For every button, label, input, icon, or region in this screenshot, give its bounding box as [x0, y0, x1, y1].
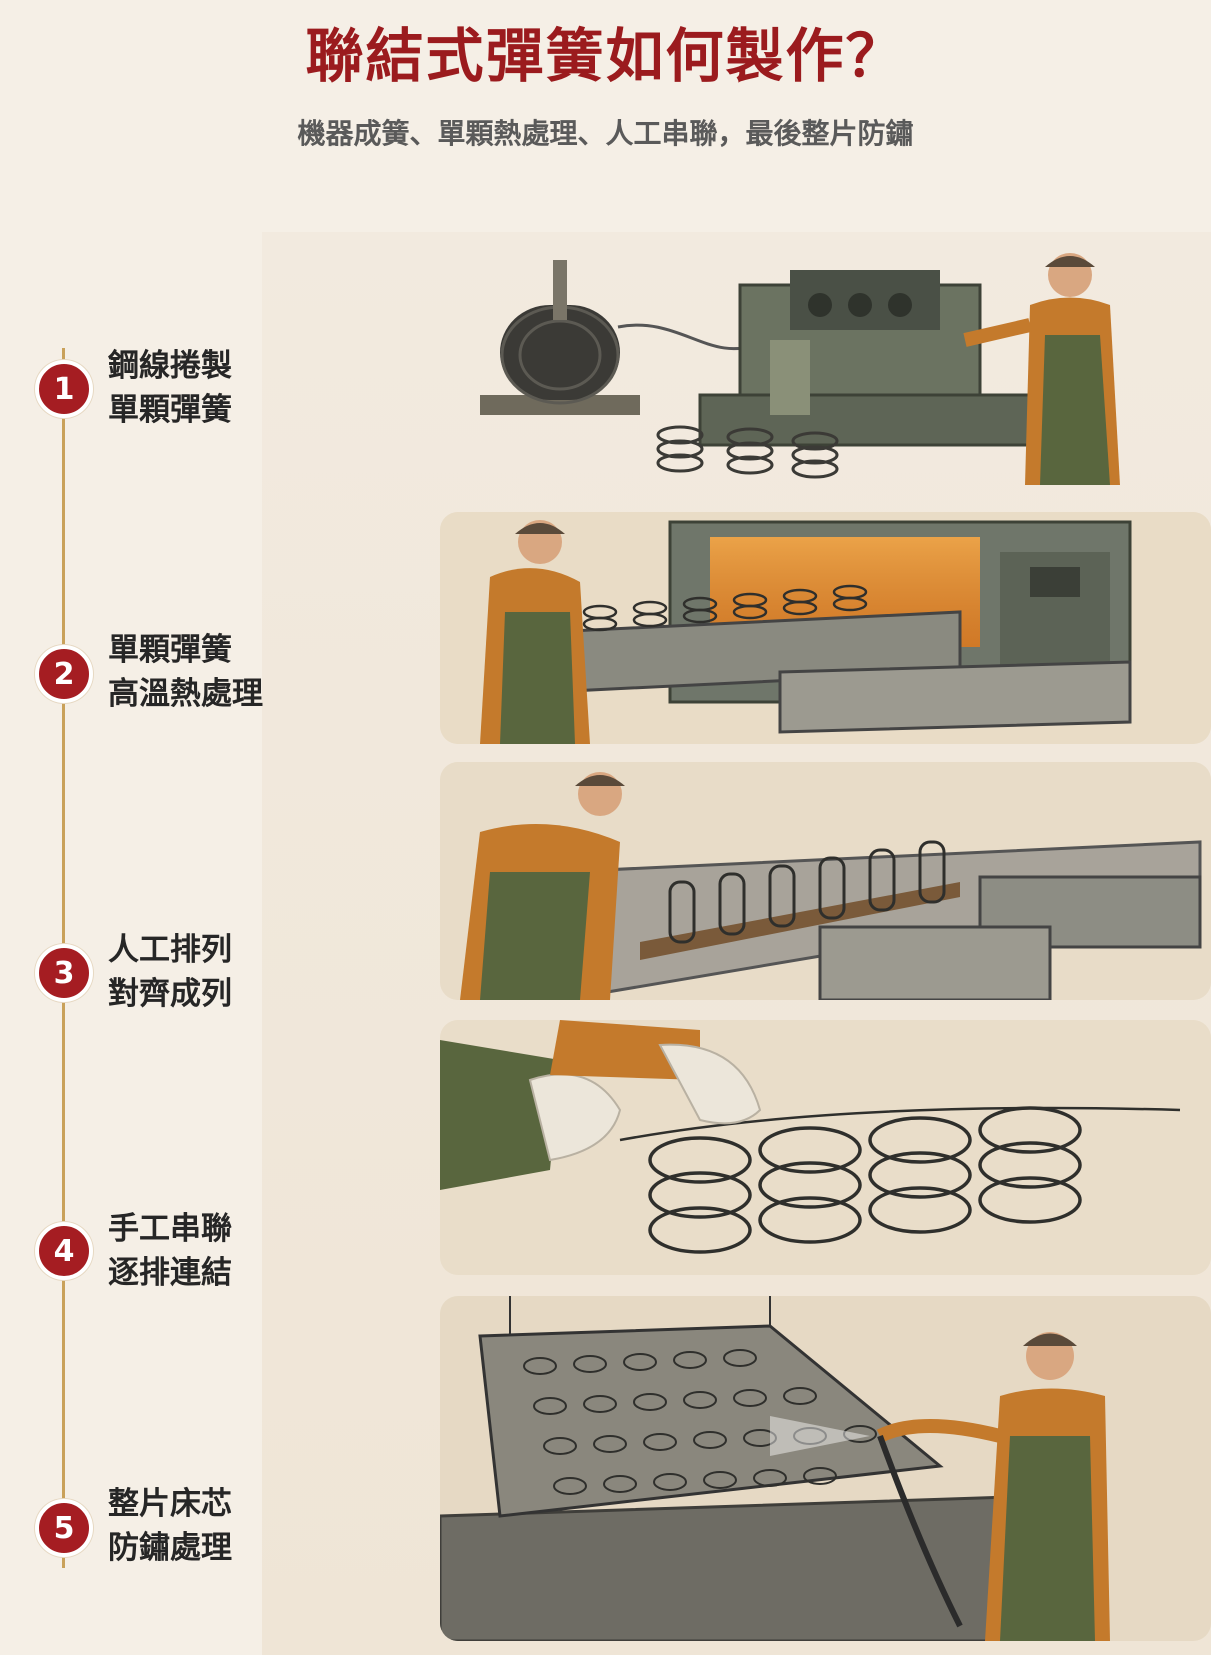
- gloved-hands-icon: [440, 1020, 762, 1190]
- step-2-label-line1: 單顆彈簧: [108, 632, 232, 668]
- step-5-label-line1: 整片床芯: [108, 1486, 232, 1522]
- illustration-heat-treatment: [440, 512, 1211, 744]
- step-2-number-badge: 2: [35, 645, 93, 703]
- worker-icon: [460, 772, 625, 1000]
- page-subtitle: 機器成簧、單顆熱處理、人工串聯，最後整片防鏽: [297, 117, 914, 150]
- step-1-number-badge: 1: [35, 360, 93, 418]
- step-5-number-badge: 5: [35, 1499, 93, 1557]
- wire-spool-icon: [480, 260, 761, 415]
- page-title: 聯結式彈簧如何製作？: [305, 22, 906, 90]
- tank-icon: [440, 1494, 1062, 1641]
- step-1-label-line2: 單顆彈簧: [108, 392, 232, 428]
- step-4-label-line1: 手工串聯: [108, 1211, 232, 1247]
- step-2-label: 單顆彈簧 高溫熱處理: [108, 628, 268, 716]
- step-4-label-line2: 逐排連結: [108, 1255, 232, 1291]
- illustration-arranging: [440, 762, 1211, 1000]
- illustration-hand-linking: [440, 1020, 1211, 1275]
- coil-springs-icon: [656, 425, 839, 479]
- mattress-core-icon: [478, 1296, 944, 1518]
- step-4-label: 手工串聯 逐排連結: [108, 1207, 268, 1295]
- spring-tray-icon: [548, 584, 1132, 734]
- illustration-rust-proofing: [440, 1296, 1211, 1641]
- step-1-label-line1: 鋼線捲製: [108, 348, 232, 384]
- step-1-label: 鋼線捲製 單顆彈簧: [108, 344, 268, 432]
- step-4-number-badge: 4: [35, 1222, 93, 1280]
- illustration-coiling-machine: [440, 245, 1211, 503]
- worker-icon: [876, 1332, 1110, 1641]
- step-5-label-line2: 防鏽處理: [108, 1530, 232, 1566]
- step-3-label: 人工排列 對齊成列: [108, 928, 268, 1016]
- worker-icon: [480, 520, 590, 744]
- linked-springs-icon: [619, 1106, 1181, 1254]
- worker-icon: [963, 253, 1120, 485]
- step-2-label-line2: 高溫熱處理: [108, 676, 263, 712]
- step-3-label-line2: 對齊成列: [108, 976, 232, 1012]
- step-3-number-badge: 3: [35, 944, 93, 1002]
- step-3-label-line1: 人工排列: [108, 932, 232, 968]
- coiling-machine-icon: [698, 270, 1032, 447]
- oven-icon: [668, 520, 1132, 704]
- spring-row-icon: [668, 840, 946, 944]
- spray-mist-icon: [770, 1416, 870, 1456]
- spring-basket-icon: [818, 875, 1202, 1000]
- step-5-label: 整片床芯 防鏽處理: [108, 1482, 268, 1570]
